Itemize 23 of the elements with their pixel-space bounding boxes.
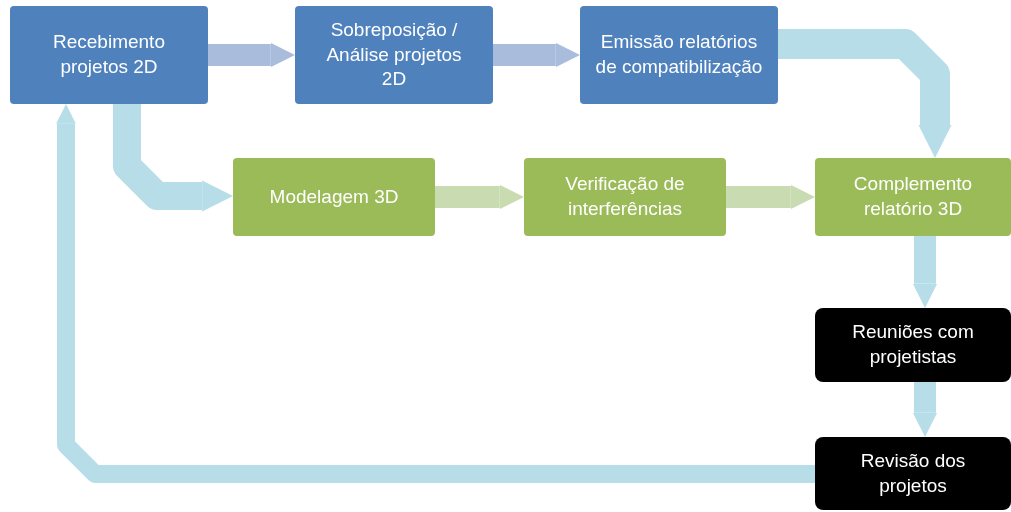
block-arrow (912, 236, 938, 308)
block-arrow (56, 104, 815, 483)
process-box (815, 437, 1011, 510)
process-box (233, 158, 435, 236)
process-box (10, 6, 208, 104)
step-label: Emissão relatórios de compatibilização (594, 30, 764, 79)
block-arrow (726, 184, 815, 210)
step-label: Revisão dos projetos (859, 448, 967, 498)
process-box (524, 158, 726, 236)
step-label: Reuniões com projetistas (851, 320, 975, 369)
process-box (580, 6, 778, 104)
step-label: Complemento relatório 3D (852, 172, 974, 221)
step-label: Modelagem 3D (269, 184, 399, 209)
block-arrow (435, 184, 524, 210)
step-label: Recebimento projetos 2D (52, 30, 166, 79)
block-arrow (493, 42, 580, 68)
step-label: Sobreposição / Análise projetos 2D (325, 17, 463, 92)
block-arrow (208, 42, 295, 68)
process-box (815, 308, 1011, 382)
step-label: Verificação de interferências (564, 172, 686, 221)
block-arrow (778, 29, 952, 158)
process-box (295, 6, 493, 104)
process-box (815, 158, 1011, 236)
